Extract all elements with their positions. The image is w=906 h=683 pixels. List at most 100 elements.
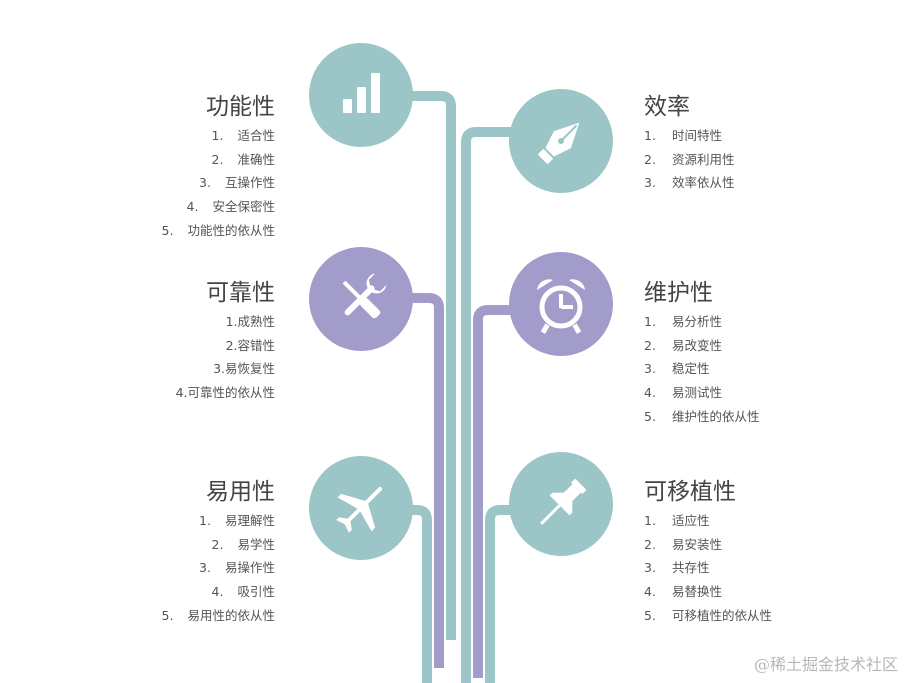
list-item-text: 3.易恢复性 xyxy=(213,361,275,377)
list-item-text: 易测试性 xyxy=(672,385,723,401)
list-item-text: 易替换性 xyxy=(672,584,723,600)
list-item: 3. 互操作性 xyxy=(0,171,275,195)
list-item-number: 4. xyxy=(644,385,656,401)
title-usability: 易用性 xyxy=(206,479,275,505)
list-item-number: 3. xyxy=(644,175,656,191)
list-item: 2. 易改变性 xyxy=(644,334,884,358)
list-item-number: 3. xyxy=(199,175,211,191)
list-item-text: 可移植性的依从性 xyxy=(672,607,773,623)
list-item-text: 效率依从性 xyxy=(672,175,735,191)
stem-efficiency xyxy=(461,127,561,683)
list-item-text: 易学性 xyxy=(237,536,275,552)
list-item-number: 5. xyxy=(644,607,656,623)
bar-chart-icon xyxy=(343,73,380,113)
list-item-text: 时间特性 xyxy=(672,128,723,143)
list-item-text: 准确性 xyxy=(237,151,275,167)
stem-maintainability xyxy=(473,305,561,678)
list-item-number: 2. xyxy=(211,151,224,167)
airplane-icon xyxy=(336,486,383,533)
list-item: 1. 适合性 xyxy=(0,124,275,148)
block-efficiency: 效率 1. 时间特性 2. 资源利用性 3. 效率依从性 xyxy=(644,92,884,195)
circle-usability xyxy=(309,456,413,560)
list-item-number: 5. xyxy=(644,408,656,424)
list-item-number: 3. xyxy=(199,560,211,576)
fountain-pen-icon xyxy=(538,122,580,164)
list-item: 3. 稳定性 xyxy=(644,357,884,381)
list-item: 5. 功能性的依从性 xyxy=(0,219,275,243)
list-item-number: 5. xyxy=(161,607,174,623)
list-item: 2.容错性 xyxy=(0,334,275,358)
list-item: 1. 时间特性 xyxy=(644,124,884,148)
circle-reliability xyxy=(309,247,413,351)
title-efficiency: 效率 xyxy=(644,94,690,120)
list-item: 2. 资源利用性 xyxy=(644,148,884,172)
list-item: 4. 易替换性 xyxy=(644,580,884,604)
stem-functionality xyxy=(361,91,456,640)
title-portability: 可移植性 xyxy=(644,479,736,505)
list-item-text: 易改变性 xyxy=(672,337,723,353)
list-item: 4. 吸引性 xyxy=(0,580,275,604)
list-item: 3. 共存性 xyxy=(644,556,884,580)
list-item: 1.易分析性 xyxy=(644,310,884,334)
list-item-number: 1. xyxy=(644,513,656,528)
list-item-number: 1. xyxy=(199,513,211,528)
stem-reliability xyxy=(361,293,444,668)
list-item-number: 3. xyxy=(644,361,656,377)
list-item-text: 稳定性 xyxy=(672,361,710,377)
list-item-number: 4. xyxy=(644,584,656,600)
list-item-text: 资源利用性 xyxy=(672,151,735,167)
list-item: 3. 效率依从性 xyxy=(644,171,884,195)
list-item: 3.易恢复性 xyxy=(0,357,275,381)
list-item-text: 互操作性 xyxy=(224,175,275,191)
list-item-text: 维护性的依从性 xyxy=(672,408,760,424)
list-item: 5. 维护性的依从性 xyxy=(644,405,884,429)
circle-functionality xyxy=(309,43,413,147)
list-item: 1.适应性 xyxy=(644,509,884,533)
alarm-clock-icon xyxy=(537,279,585,334)
list-item-number: 3. xyxy=(644,560,656,576)
list-item: 1.成熟性 xyxy=(0,310,275,334)
list-item-text: 适合性 xyxy=(237,128,275,143)
list-item-number: 2. xyxy=(644,151,656,167)
title-maintainability: 维护性 xyxy=(644,280,713,306)
list-item: 1. 易理解性 xyxy=(0,509,275,533)
list-item: 5. 易用性的依从性 xyxy=(0,604,275,628)
block-reliability: 可靠性 1.成熟性 2.容错性 3.易恢复性 4.可靠性的依从性 xyxy=(0,278,275,405)
list-item: 2. 易学性 xyxy=(0,533,275,557)
list-item-text: 易用性的依从性 xyxy=(187,607,275,623)
pushpin-icon xyxy=(540,478,587,525)
list-item-text: 易安装性 xyxy=(672,536,723,552)
list-item-number: 1. xyxy=(644,128,656,143)
list-item: 5. 可移植性的依从性 xyxy=(644,604,884,628)
list-item: 4. 易测试性 xyxy=(644,381,884,405)
wrench-screwdriver-icon xyxy=(342,273,387,319)
stem-portability xyxy=(485,505,561,683)
list-item-number: 5. xyxy=(161,222,174,238)
list-item-text: 吸引性 xyxy=(237,584,275,600)
list-item-text: 共存性 xyxy=(672,560,710,576)
list-item-text: 易分析性 xyxy=(672,314,723,329)
list-item-number: 2. xyxy=(211,536,224,552)
list-item-text: 易操作性 xyxy=(224,560,275,576)
list-item-text: 易理解性 xyxy=(224,513,275,528)
circle-portability xyxy=(509,452,613,556)
list-item-text: 功能性的依从性 xyxy=(187,222,275,238)
list-item: 4.可靠性的依从性 xyxy=(0,381,275,405)
list-item: 2. 准确性 xyxy=(0,148,275,172)
list-item-text: 4.可靠性的依从性 xyxy=(175,385,275,401)
stem-usability xyxy=(361,505,432,683)
list-item-number: 2. xyxy=(644,337,656,353)
list-item: 3. 易操作性 xyxy=(0,556,275,580)
list-item-text: 2.容错性 xyxy=(225,337,275,353)
title-reliability: 可靠性 xyxy=(206,280,275,306)
circle-maintainability xyxy=(509,252,613,356)
list-item-number: 1. xyxy=(211,128,224,143)
list-item-text: 1.成熟性 xyxy=(225,314,275,329)
list-item-number: 4. xyxy=(211,584,224,600)
block-maintainability: 维护性 1.易分析性 2. 易改变性 3. 稳定性 4. 易测试性 5. 维护性的依从性 xyxy=(644,278,884,429)
